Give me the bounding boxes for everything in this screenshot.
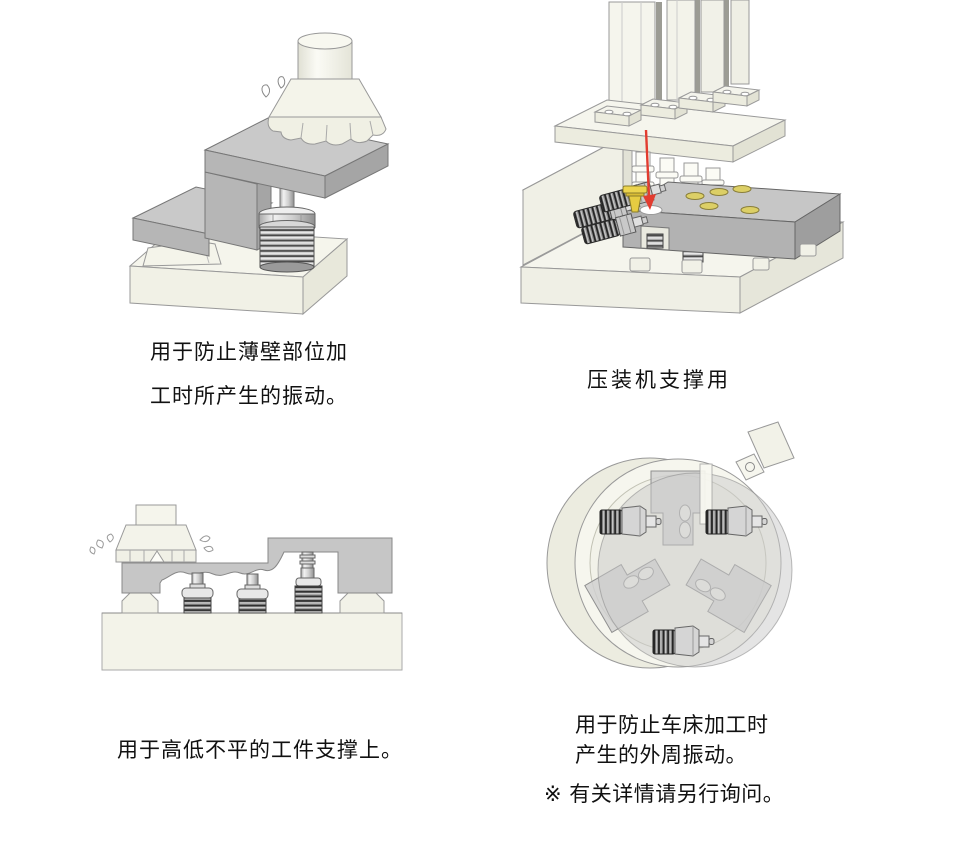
radial-screw-support-3 bbox=[652, 625, 715, 657]
caption-line: 用于防止车床加工时 bbox=[575, 713, 769, 737]
workpiece-plate bbox=[621, 181, 842, 260]
thin-wall-milling-illustration bbox=[128, 32, 390, 316]
face-mill-cutter-icon bbox=[267, 32, 387, 146]
caption-line: 工时所产生的振动。 bbox=[150, 384, 348, 408]
caption-lathe-vibration: 用于防止车床加工时 产生的外周振动。 bbox=[575, 710, 769, 770]
caption-uneven-workpiece: 用于高低不平的工件支撑上。 bbox=[117, 734, 403, 764]
gold-inserts bbox=[685, 185, 760, 214]
yellow-support-screw bbox=[622, 185, 648, 213]
plate-feet bbox=[629, 243, 817, 274]
uneven-workpiece bbox=[121, 537, 393, 594]
cutting-chips-icon bbox=[261, 76, 286, 98]
screw-support-1 bbox=[181, 572, 214, 614]
workpiece-upper-arm bbox=[203, 117, 390, 199]
caption-line: 用于高低不平的工件支撑上。 bbox=[117, 738, 403, 762]
radial-screw-support-2 bbox=[705, 505, 768, 537]
screw-support-2 bbox=[236, 573, 269, 614]
base-table bbox=[101, 612, 403, 671]
cone-feet bbox=[121, 592, 385, 614]
caption-thin-wall-milling: 用于防止薄壁部位加 工时所产生的振动。 bbox=[150, 330, 348, 418]
caption-line: 压装机支撑用 bbox=[587, 368, 731, 392]
caption-line: 用于防止薄壁部位加 bbox=[150, 340, 348, 364]
plate-notch bbox=[640, 225, 670, 251]
note-line: ※ 有关详情请另行询问。 bbox=[544, 782, 785, 806]
uneven-workpiece-illustration bbox=[89, 504, 403, 671]
screw-support-3 bbox=[294, 551, 323, 614]
caption-press-support: 压装机支撑用 bbox=[587, 364, 731, 394]
lathe-chuck-illustration bbox=[546, 421, 795, 669]
press-columns bbox=[608, 0, 750, 111]
lathe-tool-icon bbox=[735, 421, 795, 481]
caption-lathe-note: ※ 有关详情请另行询问。 bbox=[544, 778, 784, 808]
cutting-chips-icon bbox=[89, 533, 214, 555]
clamp-foot-blocks bbox=[593, 85, 761, 127]
press-machine-illustration bbox=[519, 0, 845, 314]
red-down-arrow-icon bbox=[643, 129, 656, 210]
caption-line: 产生的外周振动。 bbox=[575, 743, 747, 767]
side-mill-cutter-icon bbox=[115, 504, 197, 563]
radial-screw-support-1 bbox=[599, 505, 662, 537]
